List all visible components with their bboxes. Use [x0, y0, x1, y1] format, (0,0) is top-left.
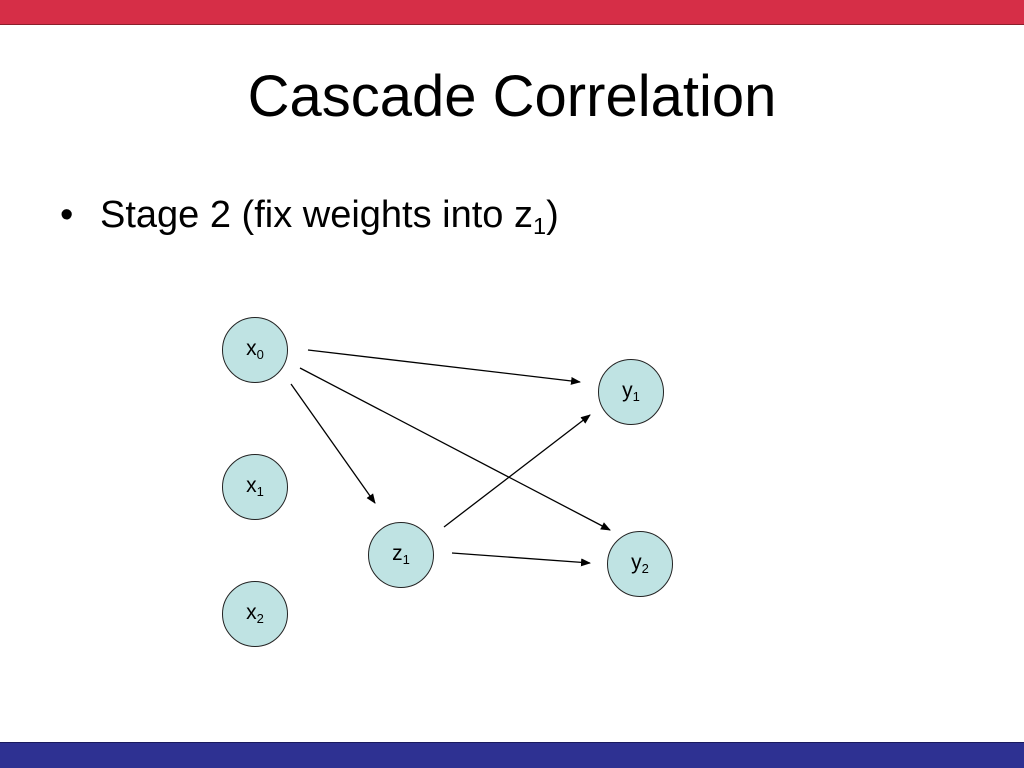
edge-z1-to-y2 [451, 552, 591, 567]
edge-x0-to-y1 [307, 349, 581, 385]
node-y1-base: y [622, 378, 633, 402]
edge-x0-to-z1 [290, 383, 376, 504]
bottom-accent-bar [0, 742, 1024, 768]
node-y2-base: y [631, 550, 642, 574]
node-z1-base: z [392, 541, 403, 565]
node-x2-sub: 2 [256, 610, 264, 626]
node-y1-sub: 1 [632, 388, 640, 404]
bullet-suffix: ) [546, 194, 559, 236]
node-z1: z1 [368, 522, 434, 588]
node-x0-sub: 0 [256, 346, 264, 362]
node-x0-base: x [246, 336, 257, 360]
node-x1-sub: 1 [256, 483, 264, 499]
slide-title: Cascade Correlation [247, 64, 777, 129]
node-y2-sub: 2 [641, 560, 649, 576]
edge-x0-to-y2 [299, 367, 611, 531]
top-accent-bar [0, 0, 1024, 25]
node-x2: x2 [222, 581, 288, 647]
node-x0: x0 [222, 317, 288, 383]
node-x2-base: x [246, 600, 257, 624]
node-y2: y2 [607, 531, 673, 597]
node-z1-sub: 1 [402, 551, 410, 567]
node-y1: y1 [598, 359, 664, 425]
bullet-text: Stage 2 (fix weights into z [100, 194, 533, 236]
bullet-marker: • [60, 194, 74, 236]
edge-z1-to-y1 [443, 414, 591, 528]
bullet-item: • Stage 2 (fix weights into z1) [60, 192, 559, 238]
node-x1-base: x [246, 473, 257, 497]
bullet-subscript: 1 [533, 213, 547, 240]
node-x1: x1 [222, 454, 288, 520]
